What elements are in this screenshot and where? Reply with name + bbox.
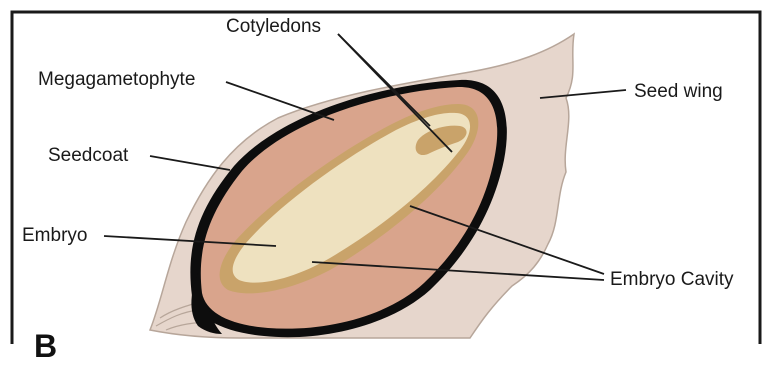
leader-megagametophyte	[226, 82, 334, 120]
label-embryo-cavity: Embryo Cavity	[610, 269, 734, 290]
label-megagametophyte: Megagametophyte	[38, 69, 195, 90]
leader-seedcoat	[150, 156, 230, 170]
label-cotyledons: Cotyledons	[226, 16, 321, 37]
panel-letter: B	[34, 328, 57, 364]
label-embryo: Embryo	[22, 225, 87, 246]
label-seedcoat: Seedcoat	[48, 145, 129, 166]
label-seed-wing: Seed wing	[634, 81, 723, 102]
